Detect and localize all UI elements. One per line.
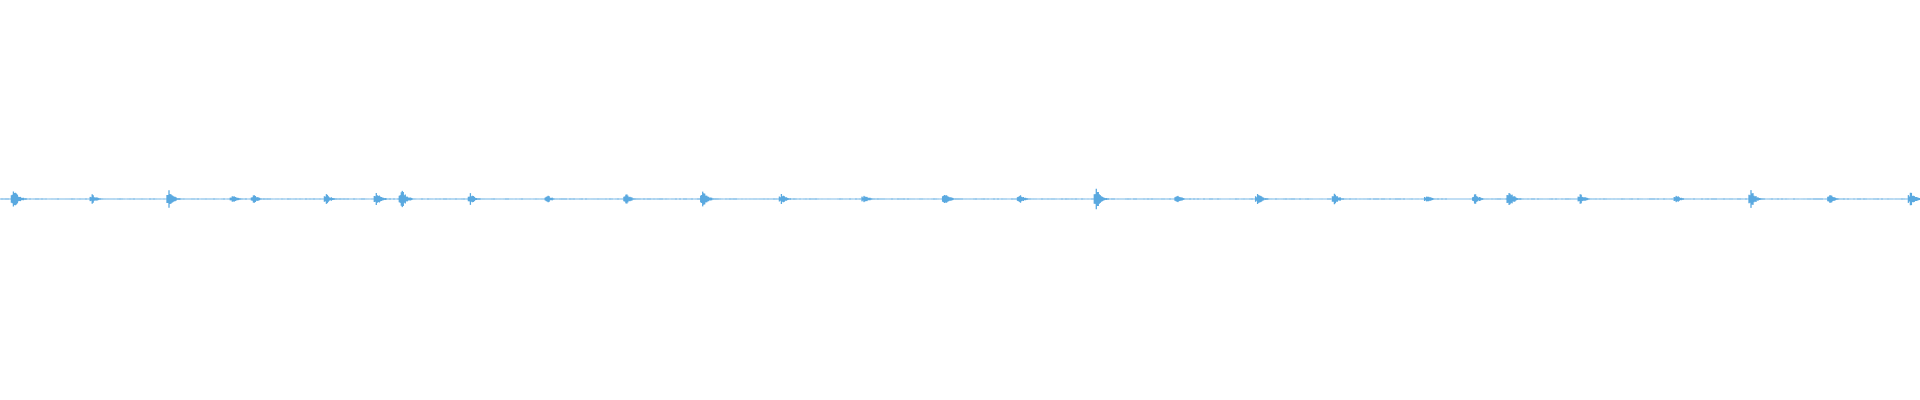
waveform-transient	[623, 194, 641, 204]
waveform-transient	[1016, 195, 1035, 203]
waveform-transient	[1093, 188, 1111, 210]
waveform-transient	[1577, 194, 1595, 204]
waveform-transient	[544, 195, 562, 203]
waveform-track	[0, 188, 1920, 210]
waveform-transient	[778, 194, 797, 204]
waveform-transient	[861, 195, 879, 203]
waveform-transient	[1748, 190, 1766, 208]
waveform-transient	[1506, 193, 1524, 205]
waveform-transient	[89, 194, 107, 204]
waveform-transient	[323, 194, 342, 204]
waveform-transient	[1254, 194, 1273, 204]
waveform-transient	[1331, 193, 1350, 205]
waveform-transient	[10, 191, 29, 207]
waveform-transient	[229, 196, 247, 202]
waveform-transient	[941, 195, 960, 203]
waveform-transient	[1471, 194, 1490, 204]
waveform-transient	[700, 191, 718, 207]
waveform-transient	[398, 190, 416, 208]
waveform-transient	[1423, 196, 1442, 202]
waveform-transient	[250, 195, 269, 203]
waveform-transient	[1174, 195, 1192, 203]
waveform-transient	[166, 190, 184, 208]
waveform-transient	[1907, 192, 1920, 206]
waveform-transient	[467, 193, 486, 205]
waveform-transient	[373, 193, 391, 205]
waveform-transient	[1673, 195, 1691, 203]
waveform-transient	[1827, 195, 1845, 203]
